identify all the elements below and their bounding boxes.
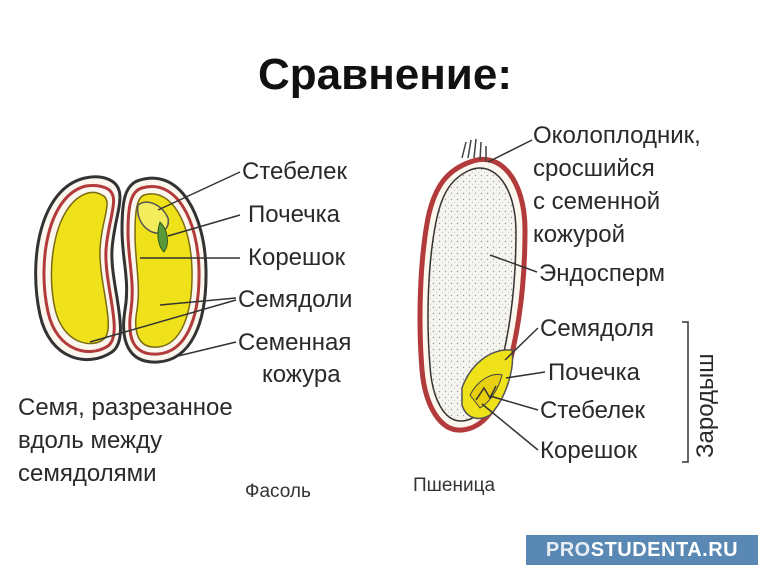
wheat-embryo-label: Зародыш (692, 353, 719, 458)
bean-name: Фасоль (245, 481, 311, 502)
bean-label-bud: Почечка (248, 201, 341, 228)
wheat-label-root: Корешок (540, 437, 638, 464)
wheat-label-pericarp-1: Околоплодник, (533, 122, 701, 149)
watermark-pro: PRO (545, 539, 591, 561)
bean-pointer-lines (89, 171, 241, 357)
bean-label-seed-coat-2: кожура (262, 361, 341, 388)
wheat-grain (417, 138, 528, 433)
bean-label-stem: Стебелек (242, 158, 348, 185)
watermark-rest: STUDENTA.RU (590, 539, 739, 561)
bean-label-root: Корешок (248, 244, 346, 271)
wheat-label-endosperm: Эндосперм (539, 260, 666, 287)
wheat-label-pericarp-3: с семенной (533, 188, 661, 215)
bean-right-half (120, 176, 208, 364)
bean-left-half (34, 175, 122, 361)
wheat-label-pericarp-2: сросшийся (533, 155, 655, 182)
bean-caption-line-3: семядолями (18, 460, 157, 487)
wheat-label-bud: Почечка (548, 359, 641, 386)
wheat-label-cotyledon: Семядоля (540, 315, 654, 342)
bean-label-cotyledons: Семядоли (238, 286, 353, 313)
bean-caption-line-1: Семя, разрезанное (18, 394, 233, 421)
wheat-label-stem: Стебелек (540, 397, 646, 424)
wheat-name: Пшеница (413, 475, 496, 496)
page-title: Сравнение: (258, 50, 512, 99)
wheat-pointer-lines (481, 139, 689, 463)
wheat-label-pericarp-4: кожурой (533, 221, 626, 248)
bean-label-seed-coat-1: Семенная (238, 329, 352, 356)
watermark-logo: PROSTUDENTA.RU (526, 535, 758, 565)
bean-caption-line-2: вдоль между (18, 427, 163, 454)
